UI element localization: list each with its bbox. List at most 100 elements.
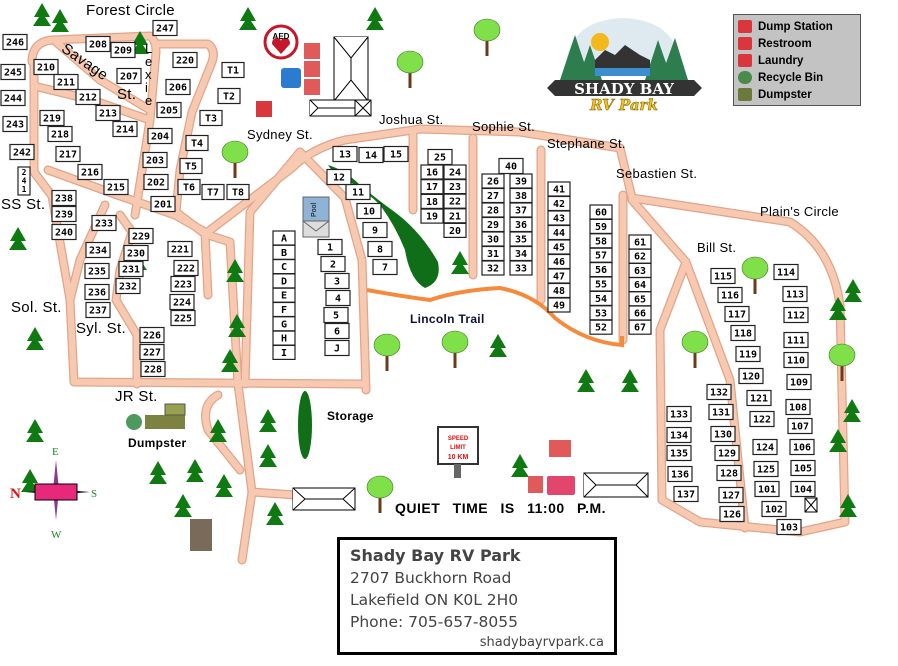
campsite-20[interactable]: 20 — [443, 222, 467, 238]
campsite-117[interactable]: 117 — [724, 305, 750, 323]
campsite-127[interactable]: 127 — [718, 486, 744, 504]
campsite-107[interactable]: 107 — [787, 417, 813, 435]
campsite-23[interactable]: 23 — [443, 179, 467, 195]
campsite-215[interactable]: 215 — [103, 178, 129, 196]
campsite-13[interactable]: 13 — [332, 145, 358, 163]
campsite-208[interactable]: 208 — [85, 35, 111, 53]
campsite-11[interactable]: 11 — [345, 183, 371, 201]
campsite-7[interactable]: 7 — [372, 258, 398, 276]
campsite-25[interactable]: 25 — [427, 148, 453, 166]
campsite-T3[interactable]: T3 — [199, 109, 223, 127]
campsite-116[interactable]: 116 — [717, 286, 743, 304]
campsite-212[interactable]: 212 — [75, 88, 101, 106]
campsite-65[interactable]: 65 — [628, 291, 652, 307]
campsite-34[interactable]: 34 — [509, 245, 533, 262]
campsite-132[interactable]: 132 — [706, 383, 732, 401]
campsite-24[interactable]: 24 — [443, 164, 467, 180]
campsite-210[interactable]: 210 — [33, 58, 59, 76]
campsite-231[interactable]: 231 — [118, 260, 144, 278]
campsite-6[interactable]: 6 — [324, 322, 350, 340]
campsite-38[interactable]: 38 — [509, 187, 533, 204]
campsite-230[interactable]: 230 — [123, 244, 149, 262]
campsite-I[interactable]: I — [272, 344, 296, 360]
campsite-124[interactable]: 124 — [752, 438, 778, 456]
campsite-21[interactable]: 21 — [443, 208, 467, 224]
campsite-113[interactable]: 113 — [782, 285, 808, 303]
campsite-30[interactable]: 30 — [481, 231, 505, 247]
campsite-35[interactable]: 35 — [509, 231, 533, 247]
campsite-60[interactable]: 60 — [589, 204, 613, 220]
campsite-15[interactable]: 15 — [383, 145, 409, 163]
campsite-1[interactable]: 1 — [317, 238, 343, 256]
campsite-236[interactable]: 236 — [84, 283, 110, 301]
campsite-109[interactable]: 109 — [786, 373, 812, 391]
campsite-54[interactable]: 54 — [589, 290, 613, 306]
campsite-217[interactable]: 217 — [55, 145, 81, 163]
campsite-201[interactable]: 201 — [150, 195, 176, 213]
campsite-63[interactable]: 63 — [628, 262, 652, 278]
campsite-221[interactable]: 221 — [167, 240, 193, 258]
campsite-45[interactable]: 45 — [547, 239, 571, 255]
campsite-220[interactable]: 220 — [172, 51, 198, 69]
campsite-112[interactable]: 112 — [783, 306, 809, 324]
campsite-239[interactable]: 239 — [51, 205, 77, 223]
campsite-49[interactable]: 49 — [547, 297, 571, 313]
campsite-67[interactable]: 67 — [628, 319, 652, 335]
campsite-T8[interactable]: T8 — [226, 183, 250, 201]
campsite-237[interactable]: 237 — [85, 301, 111, 319]
campsite-128[interactable]: 128 — [716, 464, 742, 482]
campsite-111[interactable]: 111 — [783, 331, 809, 349]
campsite-222[interactable]: 222 — [173, 259, 199, 277]
campsite-18[interactable]: 18 — [420, 193, 444, 209]
campsite-101[interactable]: 101 — [754, 480, 780, 498]
campsite-223[interactable]: 223 — [170, 275, 196, 293]
campsite-39[interactable]: 39 — [509, 173, 533, 189]
campsite-110[interactable]: 110 — [783, 351, 809, 369]
campsite-108[interactable]: 108 — [785, 398, 811, 416]
campsite-47[interactable]: 47 — [547, 268, 571, 284]
campsite-207[interactable]: 207 — [116, 67, 142, 85]
campsite-37[interactable]: 37 — [509, 202, 533, 218]
campsite-103[interactable]: 103 — [776, 518, 802, 536]
campsite-232[interactable]: 232 — [115, 277, 141, 295]
campsite-136[interactable]: 136 — [667, 465, 693, 483]
campsite-J[interactable]: J — [324, 339, 350, 357]
campsite-229[interactable]: 229 — [128, 227, 154, 245]
campsite-C[interactable]: C — [272, 259, 296, 275]
campsite-225[interactable]: 225 — [170, 309, 196, 327]
campsite-40[interactable]: 40 — [498, 157, 524, 175]
campsite-T1[interactable]: T1 — [221, 61, 245, 79]
campsite-42[interactable]: 42 — [547, 195, 571, 212]
campsite-64[interactable]: 64 — [628, 277, 652, 293]
campsite-205[interactable]: 205 — [156, 101, 182, 119]
campsite-31[interactable]: 31 — [481, 245, 505, 262]
campsite-244[interactable]: 244 — [0, 89, 26, 107]
campsite-218[interactable]: 218 — [47, 125, 73, 143]
campsite-106[interactable]: 106 — [789, 438, 815, 456]
campsite-102[interactable]: 102 — [761, 500, 787, 518]
campsite-133[interactable]: 133 — [666, 405, 692, 423]
campsite-17[interactable]: 17 — [420, 179, 444, 195]
campsite-122[interactable]: 122 — [749, 410, 775, 428]
campsite-62[interactable]: 62 — [628, 248, 652, 264]
campsite-118[interactable]: 118 — [730, 324, 756, 342]
campsite-202[interactable]: 202 — [143, 173, 169, 191]
campsite-T7[interactable]: T7 — [201, 183, 225, 201]
campsite-19[interactable]: 19 — [420, 208, 444, 224]
campsite-135[interactable]: 135 — [666, 444, 692, 462]
campsite-228[interactable]: 228 — [140, 360, 166, 378]
campsite-44[interactable]: 44 — [547, 224, 571, 241]
campsite-4[interactable]: 4 — [325, 289, 351, 307]
campsite-226[interactable]: 226 — [139, 326, 165, 344]
campsite-233[interactable]: 233 — [91, 214, 117, 232]
campsite-56[interactable]: 56 — [589, 262, 613, 278]
campsite-219[interactable]: 219 — [39, 109, 65, 127]
campsite-130[interactable]: 130 — [710, 425, 736, 443]
campsite-32[interactable]: 32 — [481, 260, 505, 276]
campsite-131[interactable]: 131 — [708, 403, 734, 421]
campsite-28[interactable]: 28 — [481, 202, 505, 218]
campsite-D[interactable]: D — [272, 273, 296, 289]
campsite-29[interactable]: 29 — [481, 216, 505, 233]
campsite-121[interactable]: 121 — [746, 389, 772, 407]
campsite-61[interactable]: 61 — [628, 234, 652, 250]
